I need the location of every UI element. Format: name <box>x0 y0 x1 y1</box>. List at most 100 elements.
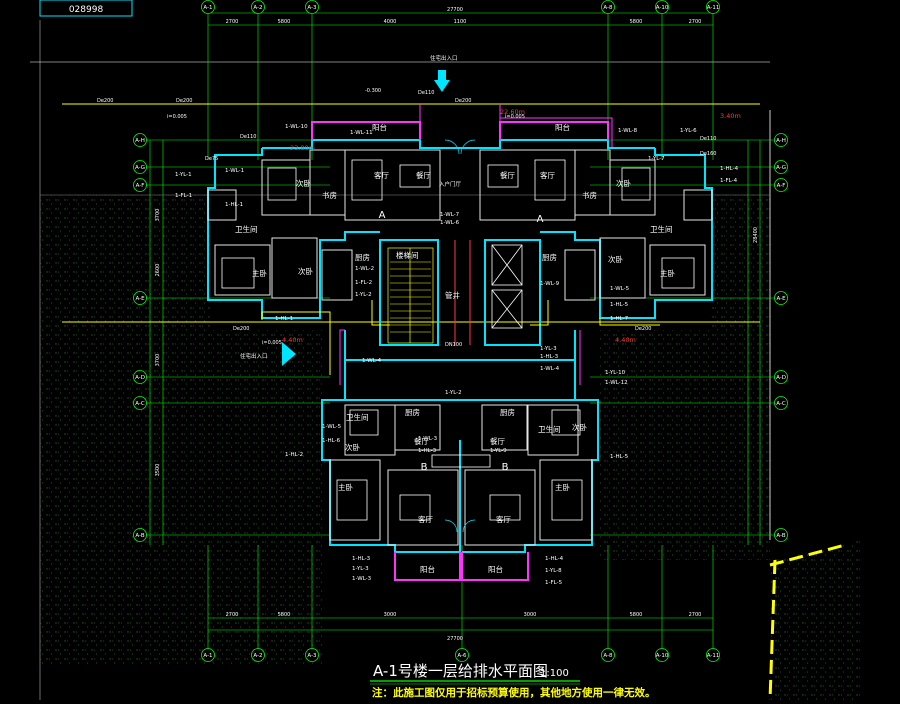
top-entrance-arrow-icon <box>434 80 450 92</box>
axis-label: A-10 <box>656 653 669 659</box>
size-label: De200 <box>97 98 113 104</box>
stamp-number: 028998 <box>69 5 104 15</box>
room-living-bl: 客厅 <box>418 514 433 524</box>
dim-bottom-5: 5800 <box>630 612 643 618</box>
axis-label: A-10 <box>656 5 669 11</box>
dim-top-3: 4000 <box>384 19 397 25</box>
pipe-label: 1-HL-3 <box>418 448 437 454</box>
size-label: De75 <box>205 156 218 162</box>
axis-bubble-right: A-G <box>774 160 788 174</box>
pipe-label: 1-HL-5 <box>610 454 629 460</box>
site-boundary <box>30 20 846 701</box>
room-bedroom-tr: 次卧 <box>616 178 631 188</box>
pipe-label: 1-WL-11 <box>350 130 373 136</box>
pipe-label: 1-HL-4 <box>720 166 739 172</box>
drawing-title: A-1号楼一层给排水平面图 <box>373 662 548 680</box>
axis-label: A-C <box>776 401 786 407</box>
room-living-br: 客厅 <box>496 514 511 524</box>
room-stair: 楼梯间 <box>396 250 419 260</box>
room-dining-l: 餐厅 <box>416 171 431 180</box>
dim-bottom-3: 3000 <box>384 612 397 618</box>
dim-left-2: 2600 <box>155 264 161 277</box>
stair-core <box>387 247 434 344</box>
pipe-label: 1-WL-5 <box>610 286 630 292</box>
left-entrance-label: 住宅出入口 <box>240 352 268 360</box>
door-swings <box>444 139 476 533</box>
plumbing-runs <box>261 240 660 385</box>
pipe-label: 1-WL-12 <box>605 380 628 386</box>
axis-bubble-right: A-C <box>774 396 788 410</box>
room-dining-br: 餐厅 <box>490 437 505 446</box>
axis-label: A-6 <box>457 653 467 659</box>
pipe-label: 1-WL-3 <box>418 436 438 442</box>
room-master-l: 主卧 <box>252 268 267 278</box>
pipe-label: 1-WL-1 <box>225 168 244 174</box>
pipe-labels: 1-WL-11 1-WL-10 1-WL-8 1-YL-6 1-YL-1 1-F… <box>175 124 739 586</box>
pipe-label: 1-HL-3 <box>540 354 559 360</box>
dim-bottom-total: 27700 <box>447 636 463 642</box>
pipe-label: 1-WL-2 <box>355 266 374 272</box>
pipe-label: 1-WL-3 <box>352 576 372 582</box>
room-bath-br: 卫生间 <box>538 424 561 434</box>
axis-label: A-C <box>135 401 145 407</box>
dim-bottom-6: 2700 <box>689 612 702 618</box>
drawing-stamp: 028998 <box>39 0 133 17</box>
axis-label: A-2 <box>253 5 262 11</box>
lobby-label: 入户门厅 <box>439 180 462 188</box>
pipe-label: 1-YL-7 <box>648 156 665 162</box>
room-dining-bl: 餐厅 <box>414 437 429 446</box>
axis-label: A-F <box>136 183 145 189</box>
room-balcony-tl: 阳台 <box>372 122 387 132</box>
size-label: -0.300 <box>365 88 381 94</box>
pipe-label: 1-WL-10 <box>285 124 308 130</box>
dim-bottom-2: 5800 <box>278 612 291 618</box>
room-study-l: 书房 <box>322 190 337 200</box>
pipe-label: 1-FL-5 <box>545 580 563 586</box>
size-label: De110 <box>418 90 434 96</box>
room-balcony-br: 阳台 <box>488 564 503 574</box>
room-bedroom-tl: 次卧 <box>296 178 311 188</box>
axis-bubble-bottom: A-11 <box>706 648 720 662</box>
elevation-note: 23.80m <box>290 144 315 152</box>
size-label: i=0.005 <box>505 114 525 120</box>
room-balcony-tr: 阳台 <box>555 122 570 132</box>
dimension-lines <box>149 12 761 631</box>
room-study-r: 书房 <box>582 190 597 200</box>
size-label: De110 <box>700 136 716 142</box>
axis-label: A-B <box>135 533 144 539</box>
axis-bubble-right: A-E <box>774 291 788 305</box>
dim-left-3: 3700 <box>155 354 161 367</box>
entrance-arrows <box>282 70 450 366</box>
axis-bubble-bottom: A-1 <box>201 648 215 662</box>
room-shaft: 管井 <box>445 290 460 300</box>
axis-label: A-8 <box>603 5 613 11</box>
room-balcony-bl: 阳台 <box>420 564 435 574</box>
axis-label: A-11 <box>707 653 720 659</box>
dim-bottom-4: 3000 <box>524 612 537 618</box>
axis-bubble-left: A-B <box>133 528 147 542</box>
axis-label: A-G <box>776 165 786 171</box>
axis-label: A-G <box>135 165 145 171</box>
pipe-label: 1-YL-8 <box>545 568 562 574</box>
room-kitchen-br: 厨房 <box>500 407 515 417</box>
pipe-label: 1-WL-7 <box>440 212 460 218</box>
room-master-br: 主卧 <box>555 482 570 492</box>
size-label: i=0.005 <box>262 340 282 346</box>
pipe-label: 1-FL-4 <box>720 178 738 184</box>
pipe-label: 1-WL-6 <box>440 220 460 226</box>
dim-left-4: 3500 <box>155 464 161 477</box>
unit-b-right-label: B <box>502 462 509 473</box>
axis-label: A-D <box>776 375 786 381</box>
dim-top-total: 27700 <box>447 7 463 13</box>
pipe-label: 1-YL-2 <box>445 390 462 396</box>
room-bedroom-ml: 次卧 <box>298 266 313 276</box>
dim-top-6: 2700 <box>689 19 702 25</box>
axis-bubble-top: A-2 <box>251 0 265 14</box>
pipe-label: 1-HL-3 <box>352 556 371 562</box>
pipe-size-labels: De200 De200 De200 De200 De200 -0.300 i=0… <box>97 88 716 348</box>
room-kitchen-r: 厨房 <box>542 252 557 262</box>
room-bedroom-br: 次卧 <box>572 422 587 432</box>
pipe-label: 1-WL-8 <box>618 128 638 134</box>
